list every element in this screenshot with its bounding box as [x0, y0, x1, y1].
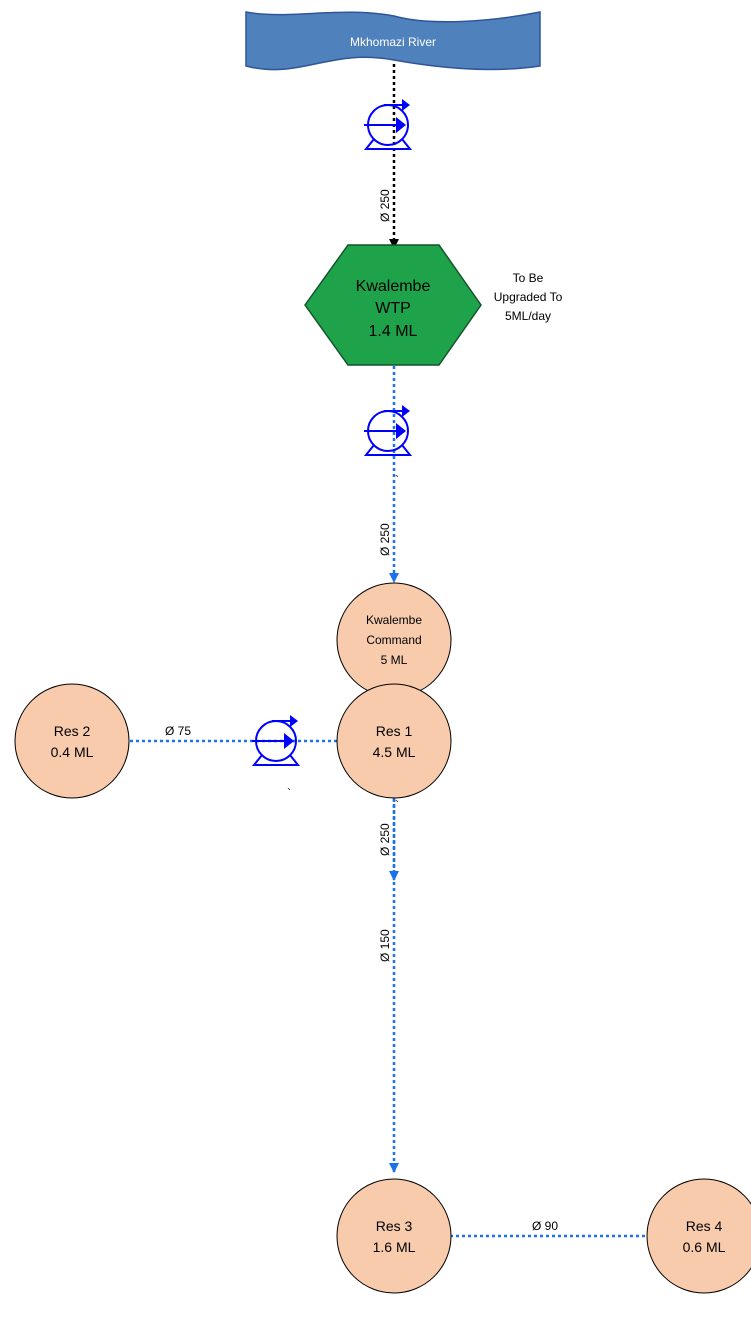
- res2-name: Res 2: [54, 723, 91, 739]
- pipe-label-res1-to-res3: Ø 150: [378, 929, 392, 962]
- pipe-label-river-to-wtp: Ø 250: [378, 189, 392, 222]
- river-label: Mkhomazi River: [350, 35, 436, 49]
- river-source: Mkhomazi River: [245, 11, 541, 71]
- wtp-upgrade-note-line2: Upgraded To: [494, 290, 563, 304]
- res4-name: Res 4: [686, 1218, 723, 1234]
- res1-name: Res 1: [376, 723, 413, 739]
- pipe-label-command-to-res1: Ø 250: [378, 823, 392, 856]
- pump-icon-2: [363, 404, 411, 456]
- wtp-node: Kwalembe WTP 1.4 ML: [304, 244, 482, 366]
- command-name-line1: Kwalembe: [366, 613, 422, 627]
- res2-reservoir: Res 2 0.4 ML: [14, 683, 130, 799]
- command-capacity: 5 ML: [381, 653, 408, 667]
- res3-volume: 1.6 ML: [373, 1239, 416, 1255]
- pump-icon-1: [363, 98, 411, 150]
- command-reservoir: Kwalembe Command 5 ML: [336, 582, 452, 698]
- pipe-label-wtp-to-command: Ø 250: [378, 523, 392, 556]
- wtp-upgrade-note-line1: To Be: [513, 271, 544, 285]
- wtp-name-line1: Kwalembe: [356, 278, 431, 295]
- res1-volume: 4.5 ML: [373, 744, 416, 760]
- stray-mark-3: `: [287, 786, 291, 800]
- res4-volume: 0.6 ML: [683, 1239, 726, 1255]
- res2-volume: 0.4 ML: [51, 744, 94, 760]
- wtp-capacity: 1.4 ML: [369, 323, 418, 340]
- res4-reservoir: Res 4 0.6 ML: [646, 1178, 751, 1294]
- wtp-name-line2: WTP: [375, 300, 411, 317]
- wtp-upgrade-note-line3: 5ML/day: [505, 309, 551, 323]
- pipe-label-res3-to-res4: Ø 90: [532, 1219, 558, 1233]
- stray-mark-1: `: [395, 473, 399, 487]
- pipe-label-res1-to-res2: Ø 75: [165, 724, 191, 738]
- res1-reservoir: Res 1 4.5 ML: [336, 683, 452, 799]
- pump-icon-4: [251, 714, 299, 766]
- command-name-line2: Command: [366, 633, 421, 647]
- res3-name: Res 3: [376, 1218, 413, 1234]
- res3-reservoir: Res 3 1.6 ML: [336, 1178, 452, 1294]
- stray-mark-2: `: [395, 798, 399, 812]
